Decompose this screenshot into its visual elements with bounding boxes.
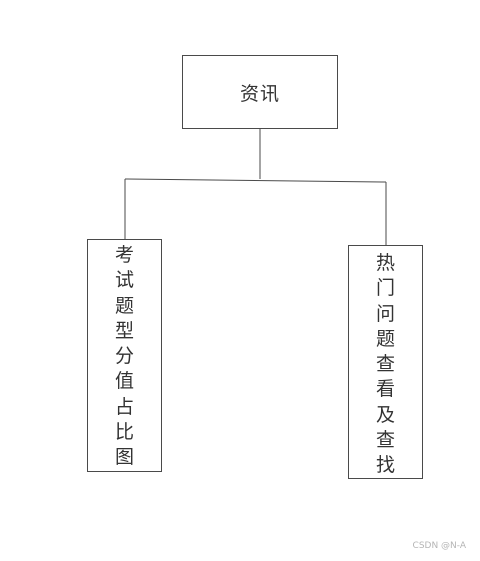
child-node-left: 考试题型分值占比图 [87, 239, 162, 472]
root-node-label: 资讯 [239, 82, 280, 105]
watermark: CSDN @N-A [412, 541, 466, 551]
child-node-right-label: 热门问题查看及查找 [375, 252, 395, 477]
child-node-right: 热门问题查看及查找 [348, 245, 423, 479]
branch-bar [124, 178, 387, 183]
root-node: 资讯 [182, 55, 338, 129]
child-node-left-label: 考试题型分值占比图 [114, 244, 134, 469]
